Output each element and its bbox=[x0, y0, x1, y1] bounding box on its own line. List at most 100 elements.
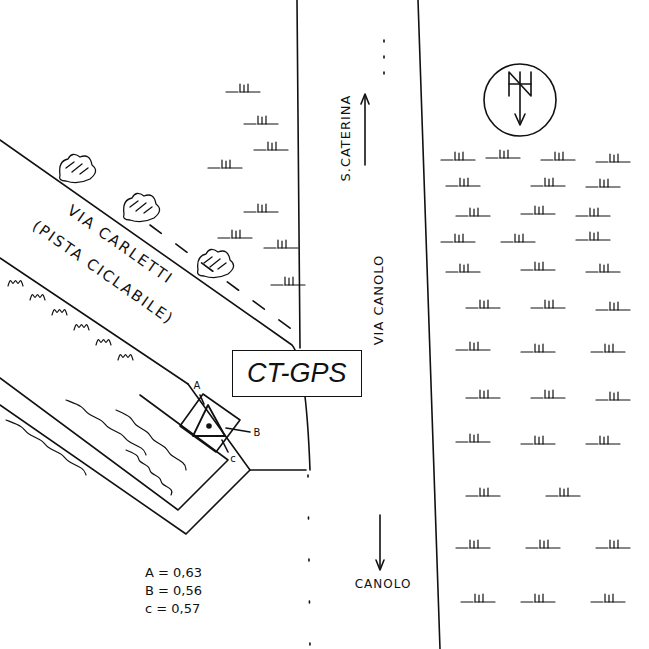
grass-mark bbox=[614, 540, 618, 548]
water-mark bbox=[6, 420, 86, 475]
grass-mark bbox=[232, 231, 236, 238]
leader-line bbox=[222, 440, 228, 452]
grass-mark bbox=[286, 247, 298, 248]
grass-mark bbox=[531, 185, 543, 186]
grass-mark bbox=[614, 392, 618, 400]
street-name: VIA CARLETTI bbox=[64, 203, 175, 287]
grass-mark bbox=[608, 271, 620, 272]
water-mark bbox=[96, 340, 111, 345]
grass-mark bbox=[240, 237, 252, 238]
grass-mark bbox=[598, 239, 610, 240]
north-letter bbox=[509, 72, 531, 96]
triangle-symbol bbox=[193, 405, 225, 436]
grass-mark bbox=[553, 307, 565, 308]
grass-mark bbox=[446, 185, 458, 186]
grass-mark bbox=[544, 390, 545, 398]
grass-mark bbox=[534, 436, 535, 444]
water-mark bbox=[66, 400, 146, 455]
grass-mark bbox=[478, 349, 490, 350]
grass-mark bbox=[479, 488, 480, 496]
grass-mark bbox=[515, 235, 519, 242]
grass-mark bbox=[610, 541, 614, 548]
grass-mark bbox=[609, 154, 610, 162]
grass-mark bbox=[478, 215, 490, 216]
direction-arrow bbox=[376, 515, 384, 570]
grass-mark bbox=[262, 116, 266, 124]
grass-mark bbox=[480, 391, 484, 398]
grass-mark bbox=[599, 436, 600, 444]
grass-mark bbox=[599, 264, 600, 272]
grass-mark bbox=[576, 215, 588, 216]
canal-wall bbox=[250, 469, 306, 471]
grass-mark bbox=[475, 595, 479, 602]
north-head bbox=[515, 114, 525, 125]
grass-mark bbox=[534, 344, 535, 352]
grass-mark bbox=[504, 150, 508, 158]
grass-mark bbox=[470, 343, 474, 350]
grass-marks bbox=[208, 84, 630, 602]
grass-mark bbox=[456, 441, 468, 442]
grass-mark bbox=[456, 215, 468, 216]
grass-mark bbox=[539, 206, 543, 214]
grass-mark bbox=[244, 84, 248, 92]
grass-mark bbox=[272, 142, 276, 150]
grass-mark bbox=[474, 342, 478, 350]
grass-mark bbox=[531, 307, 543, 308]
grass-mark bbox=[586, 443, 598, 444]
grass-mark bbox=[608, 443, 620, 444]
grass-mark bbox=[239, 84, 240, 92]
grass-mark bbox=[459, 178, 460, 186]
grass-mark bbox=[484, 300, 488, 308]
grass-mark bbox=[591, 351, 603, 352]
grass-mark bbox=[470, 541, 474, 548]
grass-mark bbox=[276, 149, 288, 150]
grass-mark bbox=[545, 179, 549, 186]
grass-mark bbox=[519, 234, 523, 242]
grass-mark bbox=[596, 161, 608, 162]
water-mark bbox=[118, 355, 133, 360]
grass-mark bbox=[544, 178, 545, 186]
point-letter: c bbox=[230, 454, 236, 464]
grass-mark bbox=[466, 397, 478, 398]
grass-mark bbox=[478, 547, 490, 548]
grass-mark bbox=[266, 211, 278, 212]
grass-mark bbox=[541, 159, 553, 160]
grass-mark bbox=[441, 241, 453, 242]
grass-mark bbox=[596, 309, 608, 310]
grass-mark bbox=[554, 152, 555, 160]
grass-mark bbox=[605, 595, 609, 602]
road-edge bbox=[297, 0, 300, 348]
grass-mark bbox=[543, 601, 555, 602]
grass-mark bbox=[618, 309, 630, 310]
grass-mark bbox=[484, 390, 488, 398]
grass-mark bbox=[539, 540, 540, 548]
grass-mark bbox=[277, 240, 278, 248]
grass-mark bbox=[454, 234, 455, 242]
grass-mark bbox=[521, 601, 533, 602]
grass-mark bbox=[534, 594, 535, 602]
road-centre bbox=[383, 40, 385, 80]
grass-mark bbox=[576, 239, 588, 240]
street-name: S.CATERINA bbox=[339, 95, 352, 182]
grass-mark bbox=[609, 302, 610, 310]
grass-mark bbox=[257, 116, 258, 124]
grass-mark bbox=[586, 186, 598, 187]
grass-mark bbox=[466, 307, 478, 308]
grass-mark bbox=[501, 241, 513, 242]
grass-mark bbox=[266, 123, 278, 124]
grass-mark bbox=[254, 149, 266, 150]
leader-line bbox=[226, 428, 250, 432]
grass-mark bbox=[609, 594, 613, 602]
grass-mark bbox=[604, 594, 605, 602]
water-mark bbox=[126, 450, 172, 495]
grass-mark bbox=[559, 152, 563, 160]
grass-mark bbox=[461, 601, 473, 602]
grass-mark bbox=[604, 436, 608, 444]
grass-mark bbox=[526, 547, 538, 548]
north-needle bbox=[519, 72, 521, 124]
grass-mark bbox=[600, 437, 604, 444]
grass-mark bbox=[479, 390, 480, 398]
grass-mark bbox=[549, 390, 553, 398]
station-marker bbox=[180, 394, 250, 452]
